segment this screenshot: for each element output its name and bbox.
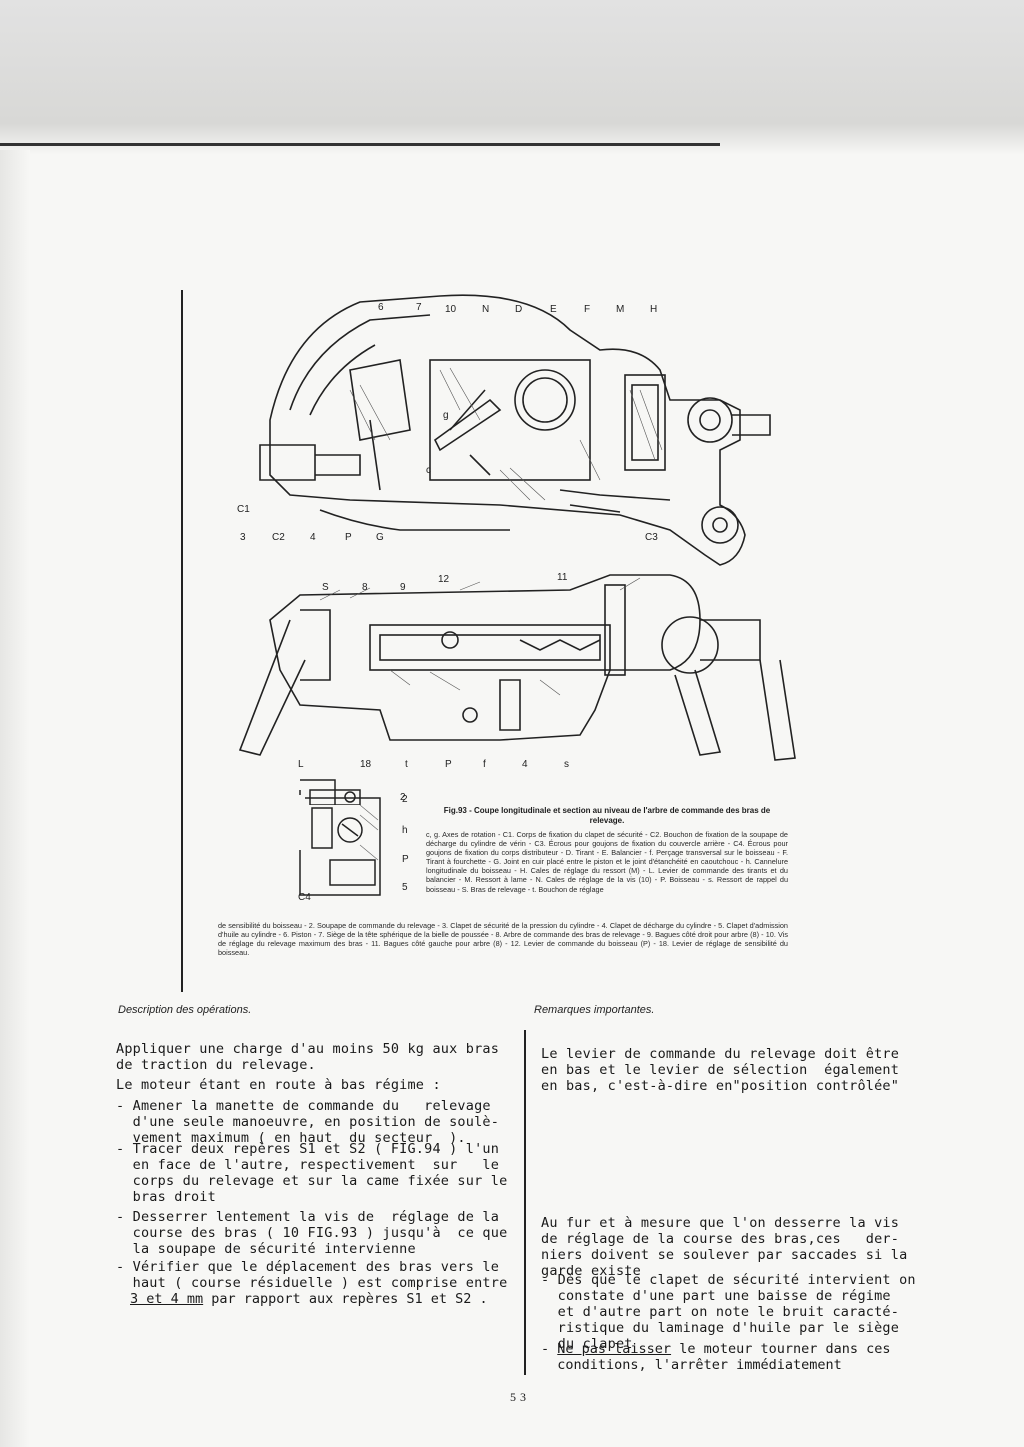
figure-title: - Coupe longitudinale et section au nive… xyxy=(469,806,771,825)
step-2: - Tracer deux repères S1 et S2 ( FIG.94 … xyxy=(116,1141,508,1205)
callout-4: 4 xyxy=(310,532,316,543)
page-number: 53 xyxy=(510,1390,530,1404)
callout-n: N xyxy=(482,304,489,315)
inset-figure: 2 h P 5 C4 xyxy=(290,790,420,905)
binding-shadow xyxy=(0,0,1024,155)
callout-t: t xyxy=(405,759,408,770)
callout-6: 6 xyxy=(378,302,384,313)
step-4: - Vérifier que le déplacement des bras v… xyxy=(116,1259,508,1291)
technical-figure: 6 7 10 N D E F M H C1 3 C2 4 P G C3 g c … xyxy=(200,290,800,805)
figure-left-rule xyxy=(181,290,183,992)
callout-g: G xyxy=(376,532,384,543)
callout-d: D xyxy=(515,304,522,315)
step-4-last-line: 3 et 4 mm par rapport aux repères S1 et … xyxy=(130,1291,520,1307)
left-heading: Description des opérations. xyxy=(118,1004,252,1016)
inset-callout-p: P xyxy=(402,854,409,865)
column-divider-rule xyxy=(524,1030,526,1375)
margin-shade xyxy=(0,150,30,1447)
callout-m: M xyxy=(616,304,624,315)
callout-s-lower: s xyxy=(564,759,569,770)
callout-9: 9 xyxy=(400,582,406,593)
note-2: Au fur et à mesure que l'on desserre la … xyxy=(541,1215,908,1279)
callout-2: 2 xyxy=(400,792,406,803)
inset-callout-2: 2 xyxy=(402,794,408,805)
warning-underlined: Ne pas laisser xyxy=(557,1341,672,1357)
underlined-range: 3 et 4 mm xyxy=(130,1291,204,1307)
callout-f-lower: f xyxy=(483,759,486,770)
callout-c-axis: c xyxy=(426,465,431,476)
warning-rest: le moteur tourner dans ces conditions, l… xyxy=(557,1341,891,1373)
figure-caption-title: Fig.93 - Coupe longitudinale et section … xyxy=(426,806,788,826)
callout-g-axis: g xyxy=(443,410,449,421)
page-edge xyxy=(0,143,720,146)
callout-3: 3 xyxy=(240,532,246,543)
callout-h: H xyxy=(650,304,657,315)
callout-18: 18 xyxy=(360,759,372,770)
inset-drawing: 2 h P 5 C4 xyxy=(298,794,409,903)
engine-text: Le moteur étant en route à bas régime : xyxy=(116,1077,441,1093)
callout-c3: C3 xyxy=(645,532,658,543)
figure-legend-1: c, g. Axes de rotation - C1. Corps de fi… xyxy=(426,830,788,894)
inset-callout-5: 5 xyxy=(402,882,408,893)
callout-7: 7 xyxy=(416,302,422,313)
callout-f: F xyxy=(584,304,590,315)
step-3: - Desserrer lentement la vis de réglage … xyxy=(116,1209,508,1257)
callout-10: 10 xyxy=(445,304,457,315)
step-4-tail: par rapport aux repères S1 et S2 . xyxy=(203,1291,488,1307)
callout-c2: C2 xyxy=(272,532,285,543)
callout-8: 8 xyxy=(362,582,368,593)
callout-c1: C1 xyxy=(237,504,250,515)
callout-11: 11 xyxy=(557,572,568,583)
callout-s: S xyxy=(322,582,329,593)
callout-l: L xyxy=(298,759,304,770)
callout-e: E xyxy=(550,304,557,315)
dash-marker: - xyxy=(541,1341,558,1357)
note-2-sub-1: - Dès que le clapet de sécurité intervie… xyxy=(541,1272,916,1352)
note-1: Le levier de commande du relevage doit ê… xyxy=(541,1046,900,1094)
figure-label: Fig.93 xyxy=(443,806,467,815)
callout-p: P xyxy=(345,532,352,543)
note-2-sub-2: - Ne pas laisser le moteur tourner dans … xyxy=(541,1341,926,1373)
step-1: - Amener la manette de commande du relev… xyxy=(116,1098,500,1146)
cross-section-drawing: 6 7 10 N D E F M H C1 3 C2 4 P G C3 g c … xyxy=(237,294,796,805)
callout-p-lower: P xyxy=(445,759,452,770)
inset-callout-h: h xyxy=(402,825,408,836)
figure-legend-2: de sensibilité du boisseau - 2. Soupape … xyxy=(218,921,788,958)
callout-4-lower: 4 xyxy=(522,759,528,770)
callout-12: 12 xyxy=(438,574,450,585)
intro-text: Appliquer une charge d'au moins 50 kg au… xyxy=(116,1041,500,1073)
right-heading: Remarques importantes. xyxy=(534,1004,655,1016)
inset-callout-c4: C4 xyxy=(298,892,311,903)
